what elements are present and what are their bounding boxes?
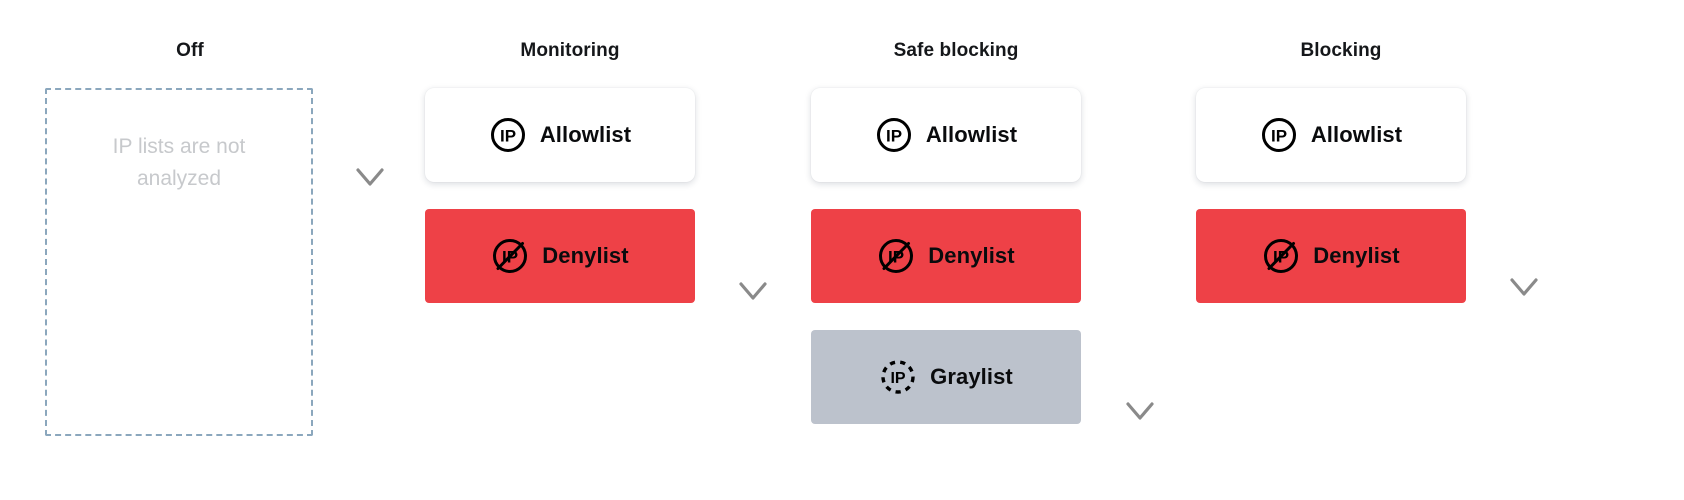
card-label: Allowlist — [925, 122, 1018, 147]
card-graylist[interactable]: IP Graylist — [811, 330, 1081, 424]
column-body-monitoring: IP Allowlist IP Denylist — [425, 88, 715, 330]
card-denylist[interactable]: IP Denylist — [1196, 209, 1466, 303]
column-title-safe-blocking: Safe blocking — [893, 40, 1019, 61]
card-content: IP Denylist — [877, 237, 1015, 275]
card-denylist[interactable]: IP Denylist — [425, 209, 695, 303]
svg-text:IP: IP — [1271, 127, 1287, 146]
svg-text:IP: IP — [500, 127, 516, 146]
arrow-monitoring-to-safe-blocking — [733, 86, 773, 318]
column-blocking: Blocking IP Allowlist — [1196, 0, 1486, 303]
ip-circle-icon: IP — [1260, 116, 1298, 154]
column-monitoring: Monitoring IP Allowlist — [425, 0, 715, 303]
card-label: Denylist — [1313, 243, 1400, 268]
arrow-off-to-monitoring — [350, 86, 390, 194]
card-content: IP Allowlist — [1260, 116, 1402, 154]
column-title-blocking: Blocking — [1300, 40, 1382, 61]
svg-text:IP: IP — [886, 127, 902, 146]
card-content: IP Allowlist — [875, 116, 1017, 154]
ip-circle-icon: IP — [875, 116, 913, 154]
card-content: IP Denylist — [491, 237, 629, 275]
card-label: Allowlist — [539, 122, 632, 147]
column-title-off: Off — [176, 40, 204, 61]
ip-circle-dashed-icon: IP — [879, 358, 917, 396]
arrow-blocking-outflow — [1504, 86, 1544, 314]
card-allowlist[interactable]: IP Allowlist — [811, 88, 1081, 182]
column-body-blocking: IP Allowlist IP Denylist — [1196, 88, 1486, 330]
svg-text:IP: IP — [891, 370, 906, 387]
card-content: IP Allowlist — [489, 116, 631, 154]
empty-placeholder-text: IP lists are not analyzed — [112, 135, 246, 190]
card-content: IP Graylist — [879, 358, 1013, 396]
ip-circle-slash-icon: IP — [491, 237, 529, 275]
column-body-off: IP lists are not analyzed — [45, 88, 335, 436]
ip-circle-icon: IP — [489, 116, 527, 154]
ip-circle-slash-icon: IP — [877, 237, 915, 275]
card-allowlist[interactable]: IP Allowlist — [425, 88, 695, 182]
card-label: Denylist — [928, 243, 1015, 268]
column-title-monitoring: Monitoring — [520, 40, 620, 61]
card-label: Denylist — [542, 243, 629, 268]
empty-placeholder-box: IP lists are not analyzed — [45, 88, 313, 436]
card-label: Allowlist — [1310, 122, 1403, 147]
column-safe-blocking: Safe blocking IP Allowlist — [811, 0, 1101, 424]
arrow-safe-blocking-to-blocking — [1120, 86, 1160, 438]
card-denylist[interactable]: IP Denylist — [811, 209, 1081, 303]
ip-circle-slash-icon: IP — [1262, 237, 1300, 275]
column-body-safe-blocking: IP Allowlist IP Denylist — [811, 88, 1101, 451]
card-allowlist[interactable]: IP Allowlist — [1196, 88, 1466, 182]
column-off: Off IP lists are not analyzed — [45, 0, 335, 436]
card-label: Graylist — [930, 364, 1013, 389]
card-content: IP Denylist — [1262, 237, 1400, 275]
